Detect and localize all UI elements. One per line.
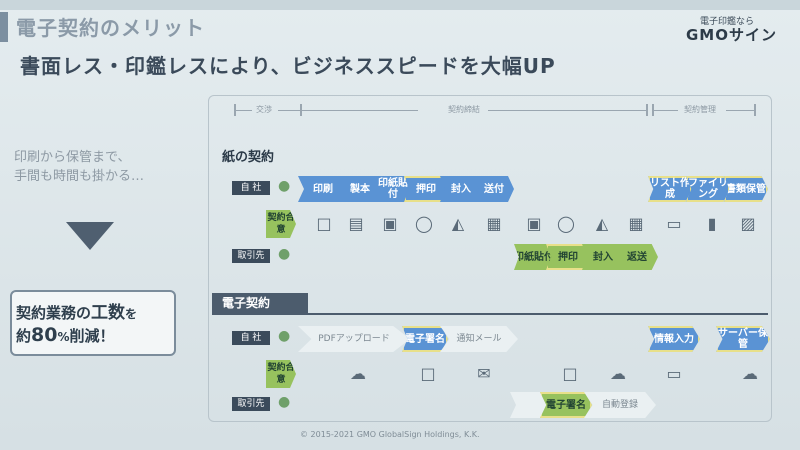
- envelope-icon: ◭: [595, 214, 609, 233]
- person-icon: ●: [278, 178, 291, 194]
- laptop-icon: ▭: [666, 214, 682, 233]
- laptop-icon: ▭: [666, 364, 682, 383]
- phase-tick: [652, 104, 654, 116]
- step-seal: 押印: [404, 176, 448, 202]
- revenue-stamp-icon: ▣: [526, 214, 542, 233]
- step-filing: ファイリング: [686, 176, 730, 202]
- person-icon: ●: [278, 328, 291, 344]
- top-bar: [0, 0, 800, 10]
- logo: GMOサイン: [686, 26, 777, 44]
- mail-icon: ✉: [477, 364, 491, 383]
- step-e-signature: 電子署名: [402, 326, 448, 352]
- partner-step-auto-register: 自動登録: [584, 392, 656, 418]
- phase-tick: [646, 104, 648, 116]
- subtitle: 書面レス・印鑑レスにより、ビジネススピードを大幅UP: [20, 54, 556, 78]
- paper-section-label: 紙の契約: [222, 150, 275, 165]
- phase-tick: [234, 104, 236, 116]
- left-text-line1: 印刷から保管まで、: [14, 150, 131, 165]
- cloud-upload-icon: ☁: [350, 364, 366, 383]
- callout-line2: 約80%削減！: [16, 324, 115, 346]
- partner-step-stamp-affix: 印紙貼付: [514, 244, 554, 270]
- down-arrow-icon: [66, 222, 114, 250]
- phase-tick: [754, 104, 756, 116]
- step-notify-email: 通知メール: [440, 326, 518, 352]
- copyright: © 2015-2021 GMO GlobalSign Holdings, K.K…: [300, 430, 480, 439]
- step-enclose: 封入: [440, 176, 482, 202]
- paper-self-label: 自 社: [232, 181, 270, 195]
- step-list-create: リスト作成: [648, 176, 692, 202]
- logo-tagline: 電子印鑑なら: [700, 17, 755, 27]
- partner-step-return: 返送: [616, 244, 658, 270]
- phase-line: [488, 110, 646, 111]
- step-document-storage: 書類保管: [724, 176, 768, 202]
- postbox-icon: ▦: [628, 214, 644, 233]
- left-text-line2: 手間も時間も掛かる…: [14, 169, 145, 184]
- partner-step-seal: 押印: [546, 244, 590, 270]
- person-icon: ●: [278, 246, 291, 262]
- phase-line: [654, 110, 678, 111]
- slide-title: 電子契約のメリット: [16, 16, 205, 40]
- signed-document-icon: □: [562, 364, 578, 383]
- phase-tick: [300, 104, 302, 116]
- partner-step-enclose: 封入: [582, 244, 624, 270]
- phase-line: [236, 110, 252, 111]
- seal-stamp-icon: ◯: [415, 214, 433, 233]
- phase-management: 契約管理: [684, 105, 716, 114]
- step-info-input: 情報入力: [648, 326, 700, 352]
- step-send: 送付: [474, 176, 514, 202]
- binder-icon: ▮: [707, 214, 717, 233]
- envelope-icon: ◭: [451, 214, 465, 233]
- seal-stamp-icon: ◯: [557, 214, 575, 233]
- postbox-icon: ▦: [486, 214, 502, 233]
- person-icon: ●: [278, 394, 291, 410]
- phase-line: [726, 110, 754, 111]
- book-icon: ▤: [348, 214, 364, 233]
- storage-box-icon: ▨: [740, 214, 756, 233]
- step-pdf-upload: PDFアップロード: [298, 326, 410, 352]
- paper-agreement-badge: 契約合意: [266, 210, 296, 238]
- cloud-upload-icon: ☁: [610, 364, 626, 383]
- step-server-storage: サーバー保管: [716, 326, 770, 352]
- paper-partner-label: 取引先: [232, 249, 270, 263]
- signed-document-icon: □: [420, 364, 436, 383]
- electronic-self-label: 自 社: [232, 331, 270, 345]
- electronic-partner-label: 取引先: [232, 397, 270, 411]
- phase-line: [278, 110, 418, 111]
- reduction-callout: [10, 290, 176, 356]
- step-stamp-affix: 印紙貼付: [374, 176, 412, 202]
- title-accent: [0, 12, 8, 42]
- process-frame: [208, 95, 772, 422]
- step-print: 印刷: [298, 176, 348, 202]
- cloud-lock-icon: ☁: [742, 364, 758, 383]
- electronic-section-label: 電子契約: [212, 293, 308, 313]
- electronic-agreement-badge: 契約合意: [266, 360, 296, 388]
- phase-negotiation: 交渉: [256, 105, 272, 114]
- revenue-stamp-icon: ▣: [382, 214, 398, 233]
- document-icon: □: [316, 214, 332, 233]
- callout-line1: 契約業務の工数を: [16, 303, 138, 323]
- step-binding: 製本: [338, 176, 382, 202]
- electronic-divider: [212, 313, 768, 315]
- phase-signing: 契約締結: [448, 105, 480, 114]
- partner-step-e-signature: 電子署名: [540, 392, 592, 418]
